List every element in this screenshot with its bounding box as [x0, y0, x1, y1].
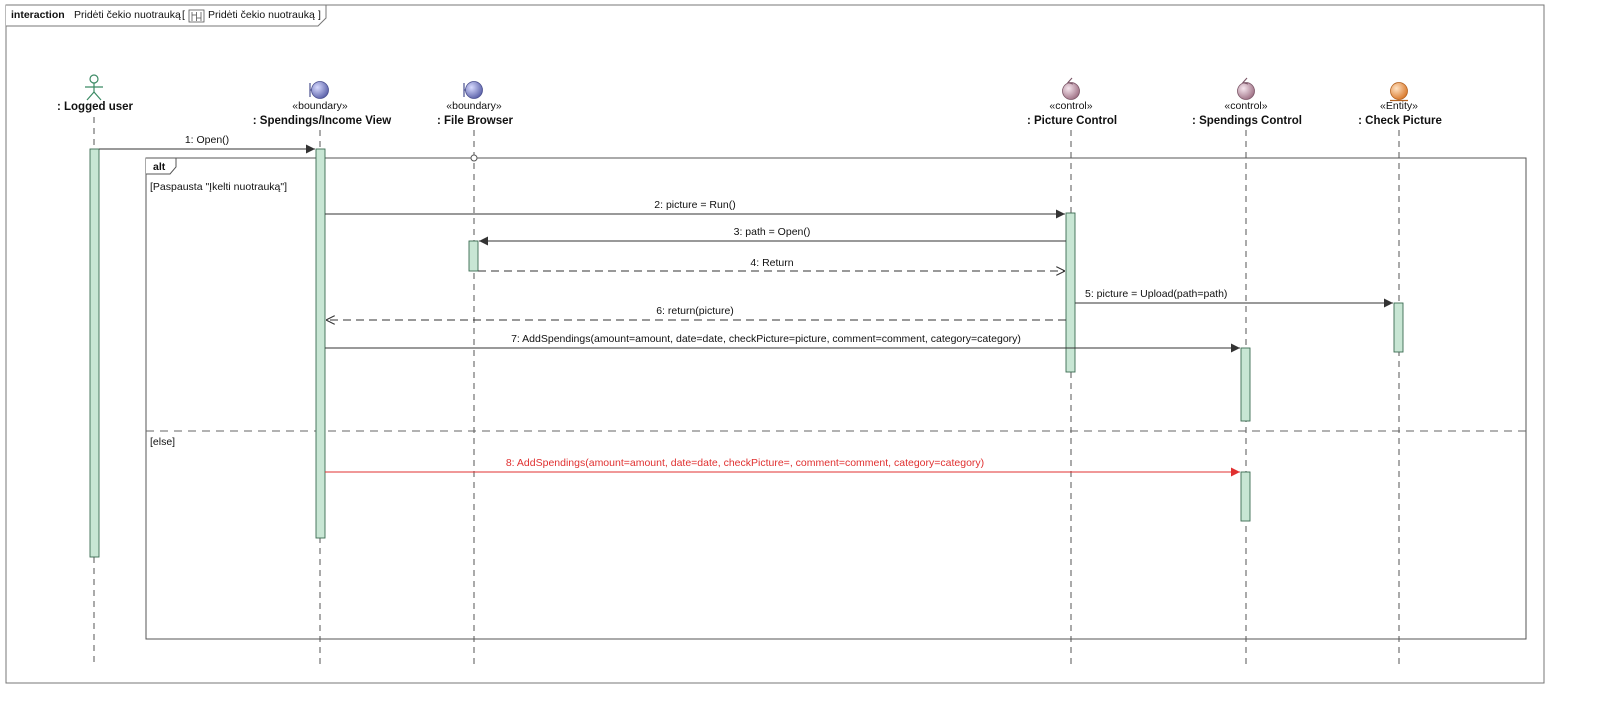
message-1[interactable]: 1: Open() [99, 134, 315, 154]
control-icon [1237, 77, 1255, 100]
message-label: 3: path = Open() [734, 226, 811, 238]
lifeline-stereotype: «control» [1049, 100, 1092, 112]
lifeline-name: : Logged user [57, 101, 134, 113]
frame-keyword: interaction [11, 9, 65, 21]
frame-ref-name: Pridėti čekio nuotrauką [208, 9, 315, 21]
boundary-icon [463, 81, 483, 99]
lifeline-stereotype: «boundary» [292, 100, 348, 112]
message-label: 2: picture = Run() [654, 199, 735, 211]
fragment-gate [470, 154, 478, 162]
frame-bracket-close: ] [318, 9, 321, 21]
interaction-frame [5, 4, 1545, 684]
lifeline-spendings-control[interactable]: «control» : Spendings Control [1192, 77, 1302, 665]
guard-condition: [else] [150, 436, 175, 448]
message-label: 4: Return [750, 257, 793, 269]
lifeline-name: : Picture Control [1027, 115, 1117, 127]
message-2[interactable]: 2: picture = Run() [325, 199, 1065, 219]
message-6[interactable]: 6: return(picture) [326, 305, 1066, 320]
alt-operator-tab [146, 157, 177, 175]
sequence-diagram-icon [188, 9, 205, 23]
message-label: 1: Open() [185, 134, 229, 146]
activation-bar [1065, 212, 1076, 373]
activation-bar [315, 148, 326, 539]
activation-bar [1393, 302, 1404, 353]
lifeline-name: : Spendings Control [1192, 115, 1302, 127]
control-icon [1062, 77, 1080, 100]
activation-bar [468, 240, 479, 272]
entity-icon [1390, 82, 1408, 102]
boundary-icon [309, 81, 329, 99]
message-label: 6: return(picture) [656, 305, 734, 317]
message-5[interactable]: 5: picture = Upload(path=path) [1075, 288, 1393, 308]
frame-bracket-open: [ [182, 9, 185, 21]
lifeline-stereotype: «boundary» [446, 100, 502, 112]
alt-fragment: alt [Paspausta "Įkelti nuotrauką"] [else… [145, 157, 1527, 640]
actor-icon [85, 74, 103, 101]
lifeline-file-browser[interactable]: «boundary» : File Browser [437, 81, 514, 666]
lifeline-check-picture[interactable]: «Entity» : Check Picture [1358, 82, 1442, 666]
activation-bar [89, 148, 100, 558]
guard-condition: [Paspausta "Įkelti nuotrauką"] [150, 181, 287, 193]
message-label: 7: AddSpendings(amount=amount, date=date… [511, 333, 1021, 345]
lifeline-stereotype: «Entity» [1380, 100, 1418, 112]
message-4[interactable]: 4: Return [478, 257, 1065, 271]
frame-title: Pridėti čekio nuotrauką [74, 9, 181, 21]
activation-bar [1240, 347, 1251, 422]
messages: 1: Open() 2: picture = Run() 3: path = O… [99, 134, 1393, 477]
message-8[interactable]: 8: AddSpendings(amount=amount, date=date… [325, 457, 1240, 477]
lifeline-name: : Check Picture [1358, 115, 1442, 127]
lifelines: : Logged user «boundary» : Spendings/Inc… [57, 74, 1442, 666]
alt-operator: alt [153, 161, 166, 173]
lifeline-name: : File Browser [437, 115, 514, 127]
activations [89, 148, 1404, 558]
frame-label-tab [6, 4, 327, 27]
message-label: 5: picture = Upload(path=path) [1085, 288, 1227, 300]
message-3[interactable]: 3: path = Open() [479, 226, 1066, 246]
message-7[interactable]: 7: AddSpendings(amount=amount, date=date… [325, 333, 1240, 353]
lifeline-name: : Spendings/Income View [253, 115, 392, 127]
activation-bar [1240, 471, 1251, 522]
message-label: 8: AddSpendings(amount=amount, date=date… [506, 457, 984, 469]
lifeline-stereotype: «control» [1224, 100, 1267, 112]
